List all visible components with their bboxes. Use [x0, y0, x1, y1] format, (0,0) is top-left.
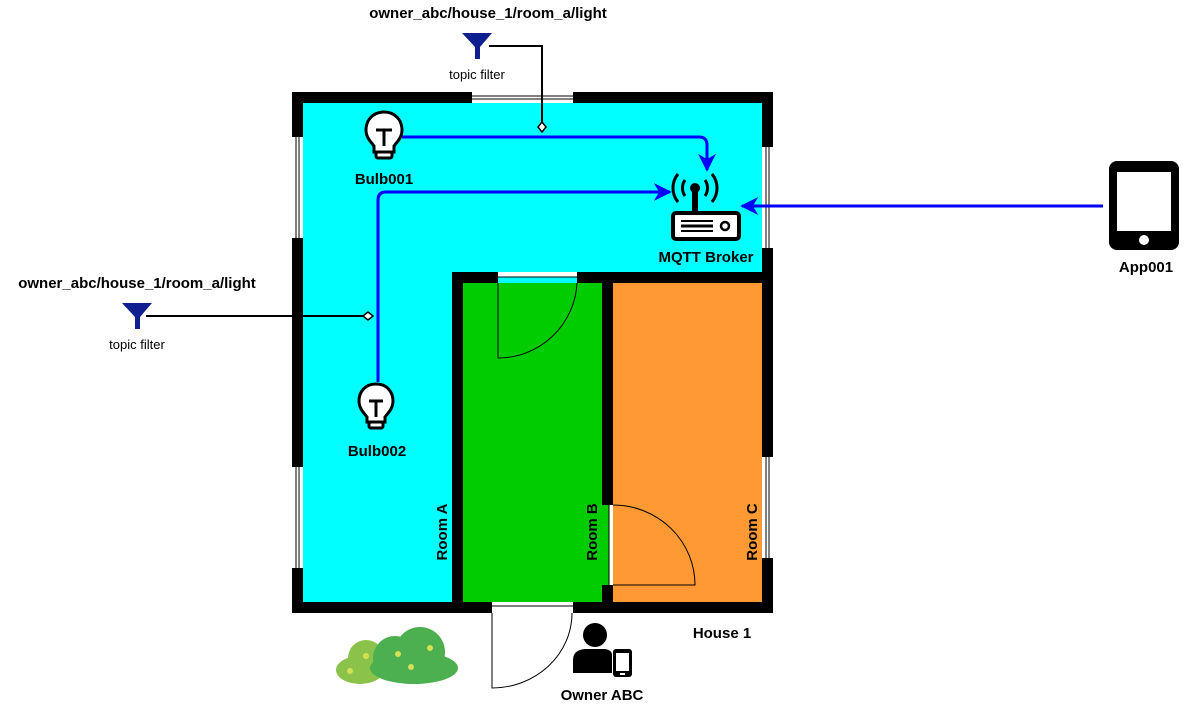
window-left-lower	[292, 467, 303, 568]
tablet-icon	[1109, 161, 1179, 250]
phone-icon	[613, 649, 632, 677]
funnel-icon	[122, 303, 152, 329]
topic-filter-left-caption: topic filter	[109, 337, 165, 352]
room-c-label: Room C	[744, 503, 761, 561]
filter-connectors	[146, 45, 547, 321]
room-a-label: Room A	[434, 503, 451, 560]
door-room-c	[602, 504, 696, 586]
topic-filter-top: owner_abc/house_1/room_a/light topic fil…	[369, 5, 607, 82]
bulb001[interactable]: Bulb001	[355, 110, 413, 188]
app001[interactable]: App001	[1109, 161, 1179, 276]
message-flows	[376, 135, 1103, 382]
filter-left-diamond	[361, 311, 375, 321]
light-bulb-icon	[364, 110, 404, 160]
topic-filter-left-topic: owner_abc/house_1/room_a/light	[18, 275, 256, 292]
door-room-b	[497, 272, 578, 359]
person-icon	[573, 623, 612, 673]
mqtt-broker-label: MQTT Broker	[658, 249, 753, 266]
bulb001-label: Bulb001	[355, 171, 413, 188]
app001-label: App001	[1119, 259, 1173, 276]
mqtt-broker[interactable]: MQTT Broker	[658, 173, 754, 266]
owner-label: Owner ABC	[561, 687, 644, 704]
topic-filter-top-topic: owner_abc/house_1/room_a/light	[369, 5, 607, 22]
topic-filter-left: owner_abc/house_1/room_a/light topic fil…	[18, 275, 256, 352]
door-swing-icon	[497, 282, 578, 359]
door-swing-icon	[491, 612, 573, 689]
window-right-lower	[762, 457, 773, 558]
house-floor-plan	[292, 92, 773, 689]
room-b-label: Room B	[584, 503, 601, 561]
bulb002[interactable]: Bulb002	[348, 382, 406, 460]
flow-bulb002-to-broker	[376, 183, 672, 382]
window-top	[472, 92, 573, 103]
window-left-upper	[292, 137, 303, 238]
light-bulb-icon	[357, 382, 395, 430]
topic-filter-top-caption: topic filter	[449, 67, 505, 82]
flow-bulb001-to-broker	[402, 135, 716, 172]
wireless-router-icon	[671, 173, 741, 241]
room-b-floor	[463, 283, 602, 602]
door-entrance	[491, 602, 573, 689]
bulb002-label: Bulb002	[348, 443, 406, 460]
funnel-icon	[462, 33, 492, 59]
house-label: House 1	[693, 625, 751, 642]
filter-top-diamond	[537, 120, 547, 134]
filter-top-connector	[489, 45, 543, 123]
bush-icon	[336, 627, 458, 684]
owner-abc[interactable]: Owner ABC	[561, 623, 644, 704]
door-swing-icon	[612, 504, 696, 586]
window-right-upper	[762, 147, 773, 248]
room-c-floor	[613, 283, 762, 602]
